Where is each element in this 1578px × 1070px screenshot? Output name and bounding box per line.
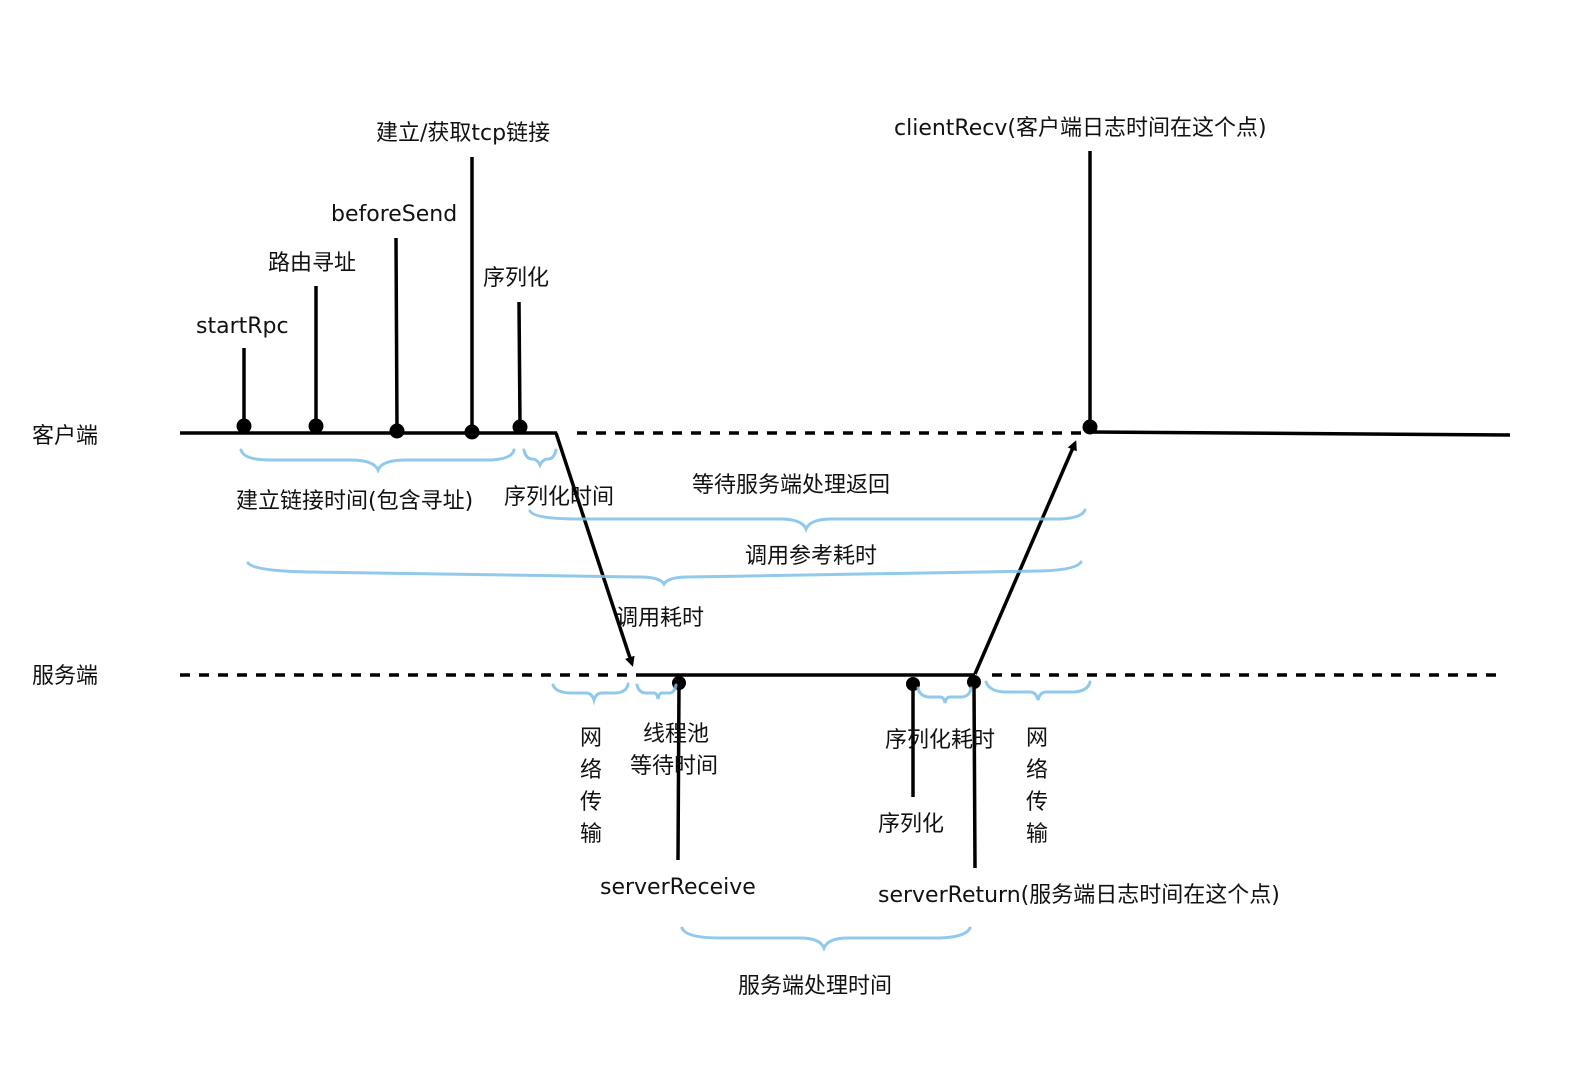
serverreturn-label: serverReturn(服务端日志时间在这个点) (878, 883, 1280, 908)
beforesend-dot (389, 423, 405, 439)
route-label: 路由寻址 (268, 251, 356, 276)
thread-pool-label-1: 线程池 (643, 722, 709, 747)
net-left-label-3: 传 (580, 790, 602, 815)
serverreceive-label: serverReceive (600, 875, 756, 900)
serialize-label: 序列化 (483, 266, 549, 291)
tcp-label: 建立/获取tcp链接 (376, 121, 550, 146)
request-arrow (554, 432, 635, 667)
beforesend-label: beforeSend (331, 202, 457, 227)
clientrecv-dot (1082, 419, 1098, 435)
net-left-brace (551, 682, 630, 706)
server-process-brace (680, 926, 972, 953)
wait-server-brace (528, 508, 1087, 534)
connect-span-label: 建立链接时间(包含寻址) (236, 489, 473, 514)
route-dot (308, 418, 324, 434)
serialize-time-brace (522, 448, 558, 469)
server-serialize-label: 序列化 (878, 812, 944, 837)
net-right-label-1: 网 (1026, 726, 1048, 751)
serialize-stem (517, 301, 522, 427)
server-lane-label: 服务端 (32, 664, 98, 689)
ref-cost-brace (246, 560, 1083, 588)
startrpc-dot (236, 418, 252, 434)
serverreceive-stem (676, 683, 681, 861)
ref-cost-label: 调用参考耗时 (745, 544, 877, 569)
client-lane-label: 客户端 (32, 424, 98, 449)
net-left-label-2: 络 (580, 758, 602, 783)
beforesend-stem (394, 237, 399, 431)
wait-server-label: 等待服务端处理返回 (692, 473, 890, 498)
thread-pool-label-2: 等待时间 (630, 754, 718, 779)
client-line-solid-end (1089, 430, 1511, 437)
thread-pool-brace (635, 683, 678, 700)
serialize-cost-brace (916, 686, 973, 704)
net-right-label-4: 输 (1026, 822, 1048, 847)
serialize-time-label: 序列化时间 (504, 485, 614, 510)
startrpc-label: startRpc (196, 314, 289, 339)
serialize-dot (512, 419, 528, 435)
net-left-label-1: 网 (580, 726, 602, 751)
tcp-dot (464, 424, 480, 440)
server-process-label: 服务端处理时间 (738, 974, 892, 999)
connect-brace (239, 448, 516, 475)
serialize-cost-label: 序列化耗时 (885, 728, 995, 753)
clientrecv-label: clientRecv(客户端日志时间在这个点) (894, 116, 1267, 141)
net-left-label-4: 输 (580, 822, 602, 847)
serverreturn-stem (972, 682, 977, 869)
net-right-label-2: 络 (1026, 758, 1048, 783)
serverreturn-dot (967, 675, 981, 689)
call-cost-label: 调用耗时 (616, 606, 704, 631)
server-serialize-dot (906, 677, 920, 691)
net-right-label-3: 传 (1026, 790, 1048, 815)
net-right-brace (984, 680, 1092, 701)
response-arrow (973, 440, 1077, 675)
